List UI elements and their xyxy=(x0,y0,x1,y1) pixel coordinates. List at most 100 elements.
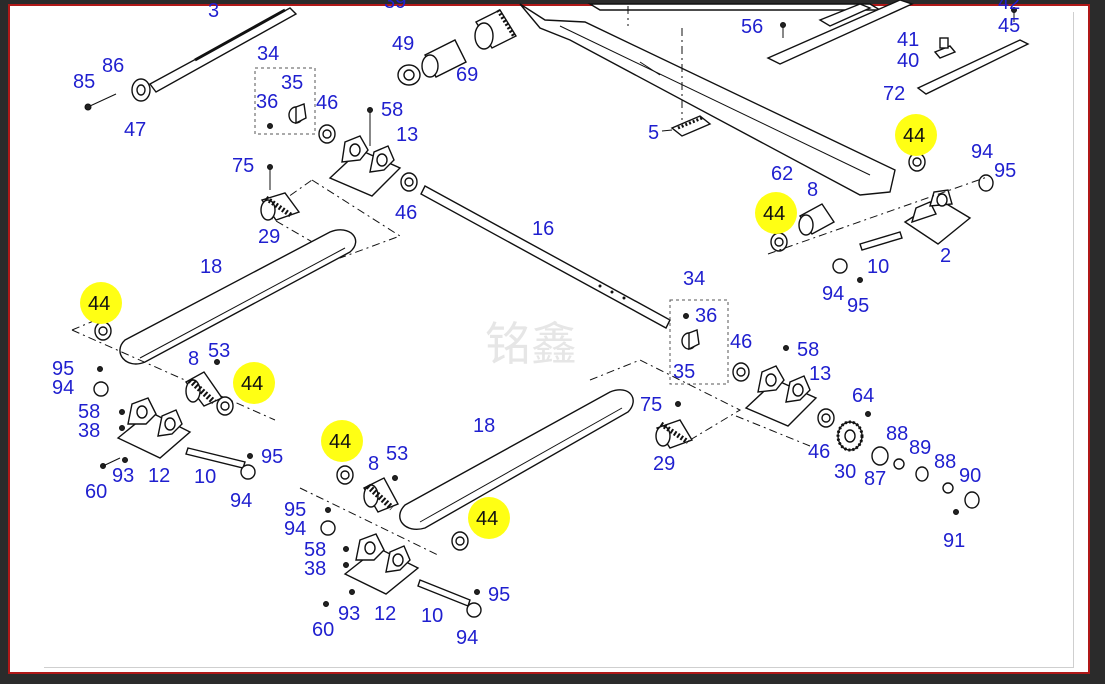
part-roller-29-upper xyxy=(260,192,301,221)
label-29-upper: 29 xyxy=(258,226,280,248)
diagram-border xyxy=(44,12,1074,668)
label-46-mid: 46 xyxy=(395,202,417,224)
label-75-lower: 75 xyxy=(640,394,662,416)
highlight-44-f xyxy=(468,497,510,539)
label-42: 42 xyxy=(998,0,1020,14)
group-box-34-upper xyxy=(254,67,316,135)
label-58-upper: 58 xyxy=(381,99,403,121)
label-44-a: 44 xyxy=(903,125,925,147)
label-85: 85 xyxy=(73,71,95,93)
label-93-lower: 93 xyxy=(338,603,360,625)
label-46-upper: 46 xyxy=(316,92,338,114)
part-frame-beam xyxy=(519,3,896,196)
highlight-44-c xyxy=(80,282,122,324)
label-8-left: 8 xyxy=(188,348,199,370)
label-94-right: 94 xyxy=(822,283,844,305)
label-88-a: 88 xyxy=(886,423,908,445)
label-44-b: 44 xyxy=(763,203,785,225)
label-12-lower: 12 xyxy=(374,603,396,625)
part-roller-69 xyxy=(397,8,517,86)
label-62: 62 xyxy=(771,163,793,185)
label-95-lower: 95 xyxy=(284,499,306,521)
label-13-lower: 13 xyxy=(809,363,831,385)
label-60-lower: 60 xyxy=(312,619,334,641)
part-bracket-72 xyxy=(916,37,1030,95)
part-plate-5 xyxy=(670,115,712,137)
label-44-e: 44 xyxy=(329,431,351,453)
label-53-lower: 53 xyxy=(386,443,408,465)
label-18-lower: 18 xyxy=(473,415,495,437)
part-pin-10-left xyxy=(185,447,246,469)
part-gear-30 xyxy=(836,420,864,452)
label-94-lower: 94 xyxy=(284,518,306,540)
label-39: 39 xyxy=(384,0,406,13)
part-bearing-block-13-upper xyxy=(328,135,402,197)
part-bearing-block-12-lower xyxy=(343,533,420,595)
label-3: 3 xyxy=(208,0,219,22)
highlight-44-e xyxy=(321,420,363,462)
label-95-right: 95 xyxy=(847,295,869,317)
label-44-d: 44 xyxy=(241,373,263,395)
label-94-left2: 94 xyxy=(230,490,252,512)
highlight-44-b xyxy=(755,192,797,234)
label-91: 91 xyxy=(943,530,965,552)
label-44-f: 44 xyxy=(476,508,498,530)
label-58-lower: 58 xyxy=(797,339,819,361)
label-69: 69 xyxy=(456,64,478,86)
part-shaft-16 xyxy=(420,185,671,329)
label-89: 89 xyxy=(909,437,931,459)
label-94-upper: 94 xyxy=(971,141,993,163)
part-roller-8-right xyxy=(798,203,836,236)
part-bearing-block-13-lower xyxy=(744,365,818,427)
label-95-left2: 95 xyxy=(261,446,283,468)
label-29-lower: 29 xyxy=(653,453,675,475)
label-45: 45 xyxy=(998,15,1020,37)
part-bushing-35-lower xyxy=(681,329,700,351)
label-58-lower2: 58 xyxy=(304,539,326,561)
label-95-lower2: 95 xyxy=(488,584,510,606)
label-94-lower2: 94 xyxy=(456,627,478,649)
label-41: 41 xyxy=(897,29,919,51)
part-roller-29-lower xyxy=(655,419,694,449)
label-16: 16 xyxy=(532,218,554,240)
watermark-text: 铭鑫 xyxy=(485,317,577,371)
label-53-left: 53 xyxy=(208,340,230,362)
highlight-44-d xyxy=(233,362,275,404)
label-64: 64 xyxy=(852,385,874,407)
label-47: 47 xyxy=(124,119,146,141)
label-34-upper: 34 xyxy=(257,43,279,65)
label-10-lower: 10 xyxy=(421,605,443,627)
label-44-c: 44 xyxy=(88,293,110,315)
part-roller-8-left xyxy=(184,371,224,407)
label-90: 90 xyxy=(959,465,981,487)
label-30: 30 xyxy=(834,461,856,483)
label-58-left: 58 xyxy=(78,401,100,423)
label-36-upper: 36 xyxy=(256,91,278,113)
label-12-left: 12 xyxy=(148,465,170,487)
label-34-lower: 34 xyxy=(683,268,705,290)
callout-labels: 3 39 42 45 56 41 40 72 85 86 47 34 35 36… xyxy=(52,0,1020,649)
label-2: 2 xyxy=(940,245,951,267)
label-40: 40 xyxy=(897,50,919,72)
label-72: 72 xyxy=(883,83,905,105)
label-95-upper: 95 xyxy=(994,160,1016,182)
label-94-left: 94 xyxy=(52,377,74,399)
label-93-left: 93 xyxy=(112,465,134,487)
label-35-upper: 35 xyxy=(281,72,303,94)
part-bearing-block-2 xyxy=(903,189,972,245)
label-18-upper: 18 xyxy=(200,256,222,278)
label-95-left: 95 xyxy=(52,358,74,380)
label-88-b: 88 xyxy=(934,451,956,473)
group-box-34-lower xyxy=(669,299,729,385)
part-roller-8-lower xyxy=(363,477,399,513)
part-bearing-block-12-left xyxy=(116,397,192,459)
label-60-left: 60 xyxy=(85,481,107,503)
part-belt-18-upper xyxy=(119,229,357,365)
label-49: 49 xyxy=(392,33,414,55)
label-8-lower: 8 xyxy=(368,453,379,475)
part-rail-56 xyxy=(766,0,914,65)
label-13-upper: 13 xyxy=(396,124,418,146)
label-35-lower: 35 xyxy=(673,361,695,383)
label-46-lower: 46 xyxy=(730,331,752,353)
